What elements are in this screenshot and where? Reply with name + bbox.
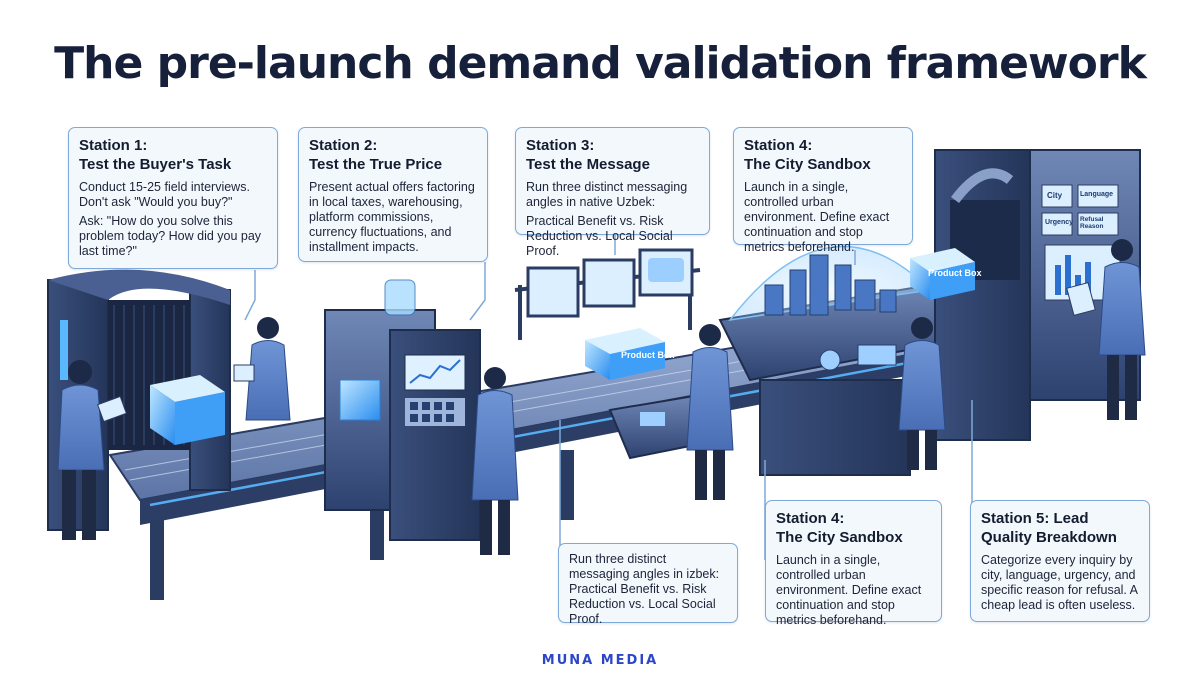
tag-city: City xyxy=(1047,191,1063,200)
station-4-body: Launch in a single, controlled urban env… xyxy=(744,180,890,254)
station-2-heading-1: Station 2: xyxy=(309,137,378,154)
sandbox-body: Launch in a single, controlled urban env… xyxy=(776,553,922,627)
tag-urgency: Urgency xyxy=(1045,219,1074,226)
callout-station-4: Station 4: The City Sandbox Launch in a … xyxy=(733,127,913,254)
product-box-5 xyxy=(910,248,975,300)
worker-5 xyxy=(898,317,946,470)
station-1-heading-1: Station 1: xyxy=(79,137,148,154)
station-3-body-2: Practical Benefit vs. Risk Reduction vs.… xyxy=(526,214,673,258)
station-3-body-1: Run three distinct messaging angles in n… xyxy=(526,180,688,209)
station-1-heading-2: Test the Buyer's Task xyxy=(79,156,232,173)
station-2-body: Present actual offers factoring in local… xyxy=(309,180,475,254)
tag-refusal: Refusal Reason xyxy=(1080,216,1104,230)
callout-message-repeat: Run three distinct messaging angles in i… xyxy=(558,543,738,626)
worker-1 xyxy=(57,360,127,540)
worker-4 xyxy=(686,324,734,500)
product-box-label-2: Product Box xyxy=(928,268,982,278)
station-5-body: Categorize every inquiry by city, langua… xyxy=(981,553,1138,612)
callout-station-5: Station 5: Lead Quality Breakdown Catego… xyxy=(970,500,1150,622)
station-1-body-2: Ask: "How do you solve this problem toda… xyxy=(79,214,262,258)
city-sandbox xyxy=(718,245,962,476)
station-4-heading-2: The City Sandbox xyxy=(744,156,871,173)
product-box-label: Product Box xyxy=(621,350,675,360)
message-screens xyxy=(514,248,701,340)
station-2-heading-2: Test the True Price xyxy=(309,156,443,173)
station-4-heading-1: Station 4: xyxy=(744,137,813,154)
worker-2 xyxy=(233,317,291,421)
station-3-heading-1: Station 3: xyxy=(526,137,595,154)
scanner-machine xyxy=(47,269,231,531)
page-title: The pre-launch demand validation framewo… xyxy=(54,38,1147,89)
station-5-heading-2: Quality Breakdown xyxy=(981,529,1117,546)
product-box-1 xyxy=(150,375,225,445)
callout-city-sandbox: Station 4: The City Sandbox Launch in a … xyxy=(765,500,942,627)
brand-footer: MUNA MEDIA xyxy=(541,653,659,668)
callout-station-3: Station 3: Test the Message Run three di… xyxy=(515,127,710,258)
station-1-body-1: Conduct 15-25 field interviews. Don't as… xyxy=(79,180,250,209)
sandbox-heading-2: The City Sandbox xyxy=(776,529,903,546)
callout-station-1: Station 1: Test the Buyer's Task Conduct… xyxy=(68,127,278,269)
product-box-3 xyxy=(585,328,665,380)
tag-language: Language xyxy=(1080,191,1114,198)
station-3-heading-2: Test the Message xyxy=(526,156,650,173)
station-5-heading-1: Station 5: Lead xyxy=(981,510,1089,527)
message-repeat-body: Run three distinct messaging angles in i… xyxy=(569,552,720,626)
worker-3 xyxy=(471,367,519,555)
pricing-machine xyxy=(324,279,481,541)
callout-station-2: Station 2: Test the True Price Present a… xyxy=(298,127,488,262)
worker-6 xyxy=(1066,239,1146,420)
sandbox-heading-1: Station 4: xyxy=(776,510,845,527)
